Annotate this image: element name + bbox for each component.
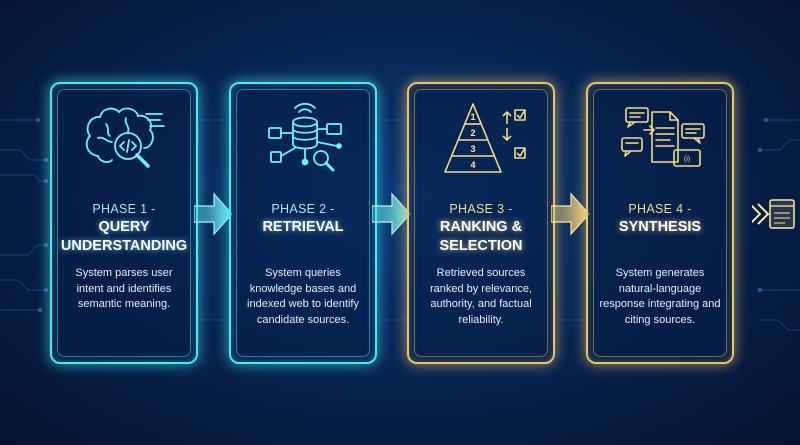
- phase-card-retrieval: PHASE 2 - RETRIEVAL System queries knowl…: [229, 82, 377, 364]
- phase-title: RETRIEVAL: [262, 219, 344, 235]
- phase-label: PHASE 3 -: [449, 202, 513, 216]
- phase-description: System parses user intent and identifies…: [75, 267, 173, 310]
- double-chevron-output-icon: [752, 199, 795, 229]
- flow-arrow-icon: [194, 192, 233, 236]
- phase-label: PHASE 1 -: [92, 202, 156, 216]
- phase-description: System generates natural-language respon…: [599, 267, 721, 326]
- database-network-icon: [268, 102, 342, 172]
- rank-label: 2: [470, 128, 475, 138]
- rank-label: 4: [470, 160, 475, 170]
- phase-label: PHASE 4 -: [628, 202, 692, 216]
- phase-title: RANKING & SELECTION: [439, 219, 523, 254]
- phase-title: QUERY UNDERSTANDING: [60, 219, 188, 254]
- brain-search-icon: [85, 107, 165, 168]
- phase-description: System queries knowledge bases and index…: [247, 267, 359, 326]
- phase-title: SYNTHESIS: [618, 219, 702, 235]
- svg-text:(i): (i): [684, 156, 690, 163]
- phase-card-synthesis: (i) PHASE 4 - SYNTHESIS System generates…: [586, 82, 734, 364]
- phase-card-query-understanding: PHASE 1 - QUERY UNDERSTANDING System par…: [50, 82, 198, 364]
- ranking-pyramid-icon: 1 2 3 4: [444, 103, 526, 173]
- phase-description: Retrieved sources ranked by relevance, a…: [429, 267, 533, 326]
- phase-label: PHASE 2 -: [271, 202, 335, 216]
- phase-card-ranking-selection: 1 2 3 4 PHASE 3 - RANKING & SELECTION Re…: [407, 82, 555, 364]
- flow-arrow-icon: [551, 192, 590, 236]
- flow-arrow-icon: [372, 192, 411, 236]
- document-synthesis-icon: (i): [621, 107, 705, 167]
- rank-label: 1: [470, 112, 475, 122]
- rank-label: 3: [470, 144, 475, 154]
